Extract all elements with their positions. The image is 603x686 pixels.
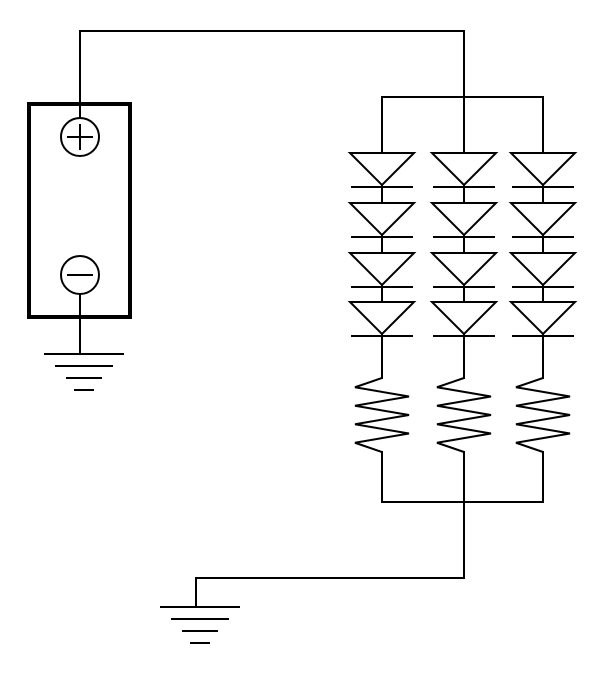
- diode-triangle: [508, 252, 578, 287]
- wire-positive-to-branches: [79, 30, 465, 118]
- diode-triangle: [429, 152, 499, 187]
- diode-triangle: [347, 152, 417, 187]
- resistor: [436, 377, 492, 453]
- ground-symbol: [160, 606, 240, 644]
- branch-1: [347, 96, 417, 503]
- resistor: [354, 377, 410, 453]
- battery: [27, 102, 132, 319]
- diode-triangle: [347, 252, 417, 287]
- resistor: [515, 377, 571, 453]
- diode-triangle: [508, 202, 578, 237]
- led-diode: [347, 301, 417, 337]
- battery-body: [27, 102, 132, 319]
- ground-symbol: [44, 353, 124, 391]
- ground-symbols: [44, 353, 240, 644]
- led-branches: [347, 96, 578, 503]
- wires: [79, 30, 544, 607]
- led-diode: [429, 252, 499, 288]
- led-diode: [429, 202, 499, 238]
- branch-2: [429, 96, 499, 503]
- led-diode: [508, 301, 578, 337]
- diode-triangle: [508, 301, 578, 336]
- diode-triangle: [347, 202, 417, 237]
- diode-triangle: [429, 252, 499, 287]
- diode-triangle: [429, 301, 499, 336]
- negative-terminal: [60, 255, 100, 295]
- led-diode: [429, 152, 499, 188]
- led-diode: [347, 252, 417, 288]
- diode-triangle: [429, 202, 499, 237]
- led-diode: [508, 202, 578, 238]
- led-diode: [429, 301, 499, 337]
- branch-3: [508, 96, 578, 503]
- led-diode: [508, 252, 578, 288]
- led-diode: [347, 202, 417, 238]
- positive-terminal: [60, 117, 100, 157]
- diode-triangle: [347, 301, 417, 336]
- diode-triangle: [508, 152, 578, 187]
- wire-to-ground: [195, 502, 465, 607]
- led-diode: [508, 152, 578, 188]
- led-diode: [347, 152, 417, 188]
